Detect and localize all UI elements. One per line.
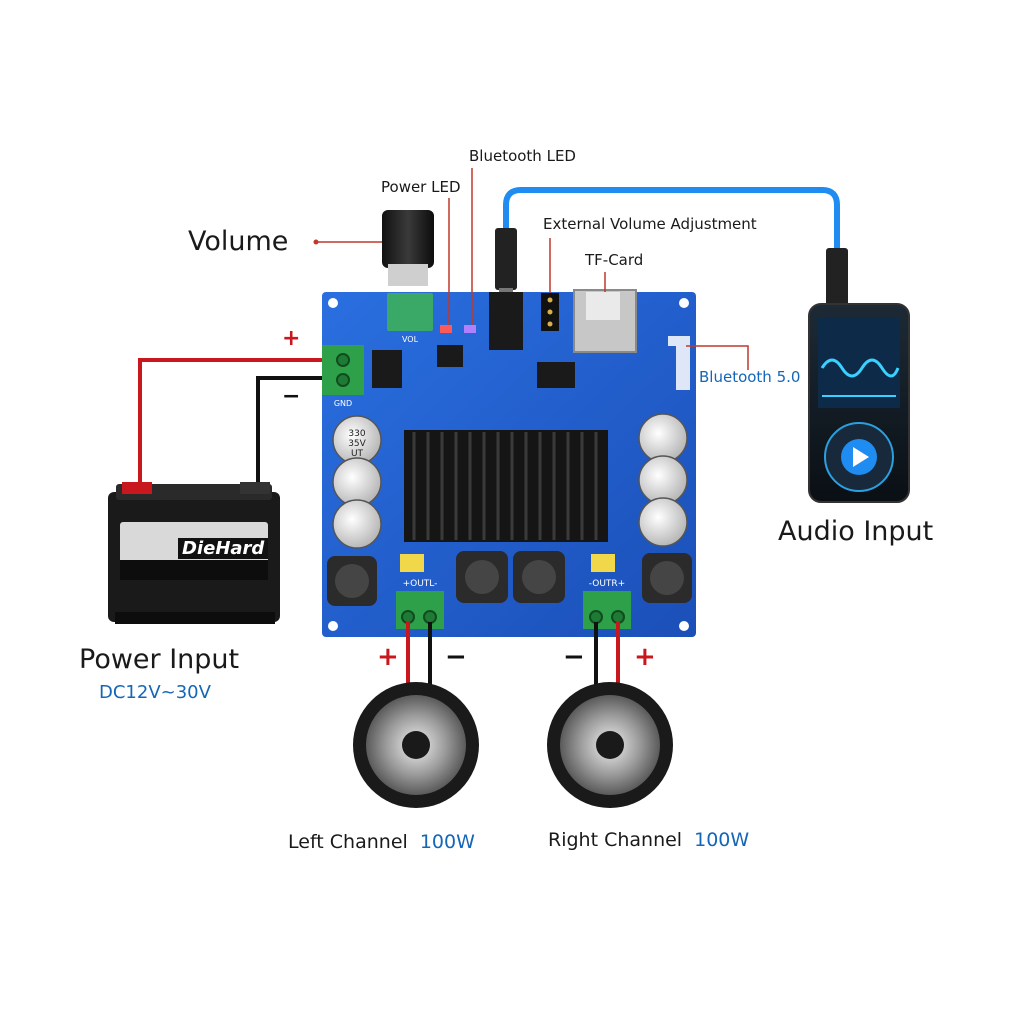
power-terminal (322, 345, 364, 395)
right-output-terminal (583, 591, 631, 629)
left-channel-label: Left Channel 100W (288, 831, 475, 853)
volume-label: Volume (188, 226, 289, 257)
external-volume-label: External Volume Adjustment (543, 215, 757, 233)
capacitor (638, 455, 688, 505)
vol-marking: VOL (402, 335, 419, 344)
left-plus-sign: + (377, 642, 399, 672)
left-channel-power: 100W (419, 831, 475, 853)
out-right-marking: -OUTR+ (589, 579, 625, 589)
power-range-label: DC12V~30V (99, 682, 211, 703)
amplifier-board: 330 35V UT +OUTL- -OUTR+ VOL GND (322, 289, 696, 637)
right-plus-sign: + (634, 642, 656, 672)
power-led (440, 325, 452, 333)
right-channel-name: Right Channel (548, 829, 683, 851)
right-speaker (547, 682, 673, 808)
cap-label: 35V (348, 439, 366, 449)
right-minus-sign: − (563, 642, 585, 672)
power-led-label: Power LED (381, 178, 461, 196)
cap-label: UT (351, 449, 364, 459)
capacitor (638, 497, 688, 547)
volume-pot-base (387, 293, 433, 331)
capacitor (332, 457, 382, 507)
bluetooth-led (464, 325, 476, 333)
left-speaker (353, 682, 479, 808)
bluetooth-antenna (668, 336, 690, 390)
out-left-marking: +OUTL- (403, 579, 438, 589)
tf-card-label: TF-Card (585, 251, 644, 269)
power-positive-wire (138, 358, 338, 496)
right-channel-power: 100W (694, 829, 750, 851)
play-icon (853, 447, 869, 467)
gnd-marking: GND (334, 399, 352, 408)
cap-label: 330 (348, 429, 365, 439)
right-channel-label: Right Channel 100W (548, 829, 749, 851)
power-minus-sign: − (282, 384, 301, 409)
capacitor (332, 499, 382, 549)
bluetooth-version-label: Bluetooth 5.0 (699, 368, 801, 386)
volume-knob (382, 210, 434, 286)
audio-player-phone (808, 303, 910, 503)
aux-plug-board (495, 228, 517, 290)
left-output-terminal (396, 591, 444, 629)
aux-plug-phone (826, 248, 848, 306)
bluetooth-led-label: Bluetooth LED (469, 147, 576, 165)
power-input-label: Power Input (79, 644, 240, 675)
audio-input-label: Audio Input (778, 516, 934, 547)
power-plus-sign: + (282, 326, 301, 351)
battery-brand: DieHard (178, 538, 269, 559)
aux-cable (503, 187, 840, 250)
bluetooth-callout-line (686, 345, 749, 370)
capacitor (638, 413, 688, 463)
left-minus-sign: − (445, 642, 467, 672)
heatsink (404, 430, 608, 542)
power-negative-wire (256, 376, 338, 492)
left-channel-name: Left Channel (288, 831, 408, 853)
